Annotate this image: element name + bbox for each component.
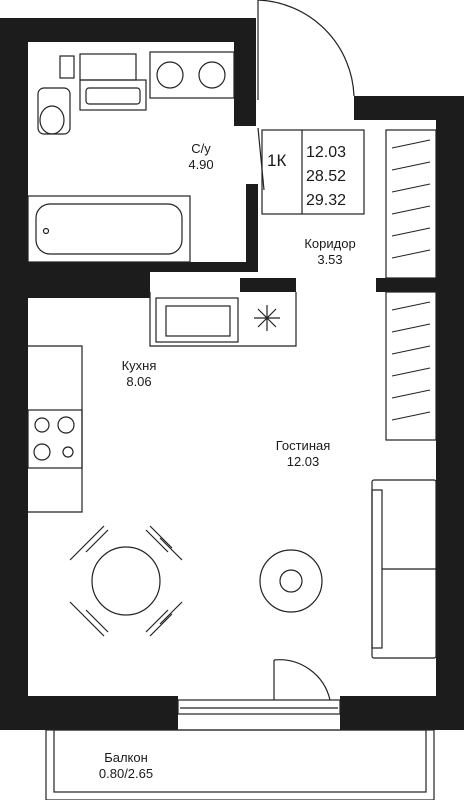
room-area: 0.80/2.65: [98, 766, 154, 781]
room-name: Гостиная: [275, 438, 331, 453]
room-label-bathroom: С/у 4.90: [176, 141, 226, 173]
room-label-corridor: Коридор 3.53: [290, 236, 370, 268]
chairs: [69, 525, 183, 637]
room-name: Балкон: [104, 750, 148, 765]
room-area: 4.90: [188, 157, 214, 172]
walls: [0, 18, 464, 730]
room-name: С/у: [191, 141, 211, 156]
room-area: 3.53: [317, 252, 343, 267]
fixtures: [27, 0, 437, 800]
room-name: Кухня: [121, 358, 157, 373]
apartment-type: 1К: [267, 151, 287, 170]
room-label-living-room: Гостиная 12.03: [258, 438, 348, 470]
room-label-kitchen: Кухня 8.06: [104, 358, 174, 390]
room-name: Коридор: [304, 236, 356, 251]
apartment-area-total: 28.52: [306, 168, 347, 185]
room-area: 12.03: [286, 454, 320, 469]
room-label-balcony: Балкон 0.80/2.65: [78, 750, 174, 782]
apartment-area-total-balcony: 29.32: [306, 192, 347, 209]
wardrobe-hangers: [391, 139, 431, 421]
apartment-area-living: 12.03: [306, 144, 347, 161]
room-area: 8.06: [126, 374, 152, 389]
